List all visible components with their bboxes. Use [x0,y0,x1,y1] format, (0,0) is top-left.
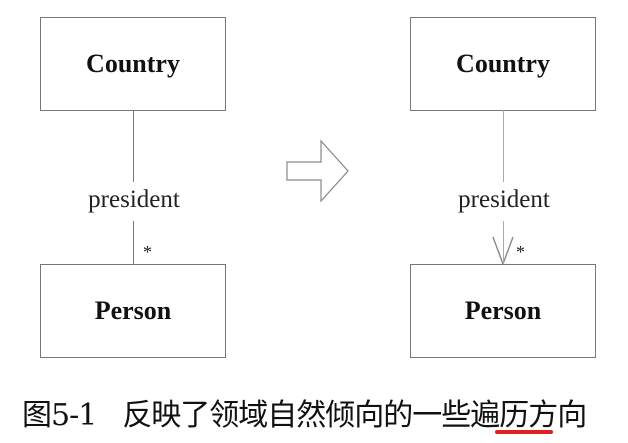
right-multiplicity: * [516,242,525,262]
left-association-label: president [88,186,180,213]
left-multiplicity: * [143,242,152,262]
right-association-label: president [458,186,550,213]
highlight-underline [495,430,553,434]
right-country-box: Country [410,17,596,111]
left-association-line-lower [133,221,134,265]
right-person-label: Person [464,296,542,325]
right-person-box: Person [410,264,596,358]
left-association-line-upper [133,110,134,182]
left-country-box: Country [40,17,226,111]
figure-number: 图5-1 [22,398,97,433]
right-country-label: Country [456,49,550,78]
left-person-box: Person [40,264,226,358]
right-association-line-lower [503,221,504,265]
left-person-label: Person [94,296,172,325]
right-association-line-upper [503,110,504,182]
figure-caption: 图5-1 反映了领域自然倾向的一些遍历方向 [22,390,587,434]
caption-text: 反映了领域自然倾向的一些遍历方向 [122,398,587,433]
left-country-label: Country [86,49,180,78]
